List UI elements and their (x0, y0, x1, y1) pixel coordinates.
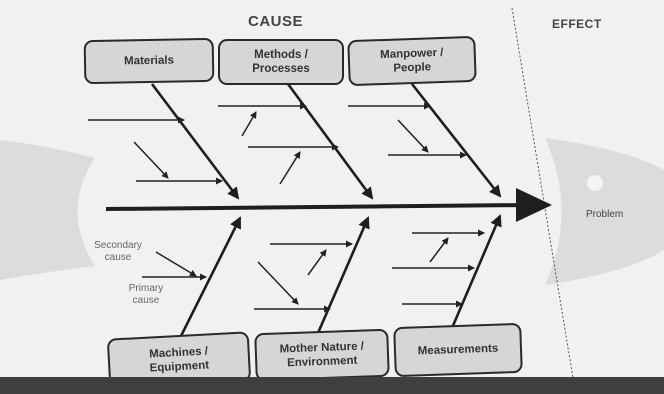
sub-cause-arrow (133, 141, 169, 179)
bone-manpower (410, 83, 502, 198)
cause-header: CAUSE (248, 13, 304, 30)
secondary-cause-note: Secondary cause (94, 240, 142, 263)
sub-cause-arrow (155, 251, 197, 277)
category-label: Mother Nature / Environment (279, 340, 365, 370)
category-label: Materials (123, 54, 175, 68)
category-manpower: Manpower / People (347, 35, 477, 87)
problem-label: Problem (586, 209, 624, 220)
sub-cause-arrow (307, 249, 327, 276)
primary-cause-note: Primary cause (128, 283, 164, 306)
category-measurements: Measurements (393, 322, 523, 378)
category-label: Methods / Processes (252, 49, 310, 75)
spine-line (105, 203, 531, 211)
category-mother-nature: Mother Nature / Environment (254, 328, 390, 382)
category-label: Manpower / People (379, 46, 444, 75)
fish-head-shape (545, 138, 664, 285)
cause-effect-divider (511, 7, 574, 379)
effect-header: EFFECT (552, 17, 602, 31)
sub-cause-arrow (257, 261, 299, 305)
category-methods: Methods / Processes (218, 39, 344, 85)
bone-methods (286, 83, 374, 200)
sub-cause-arrow (397, 119, 429, 153)
category-label: Measurements (417, 342, 499, 358)
fish-eye-icon (587, 175, 603, 191)
sub-cause-arrow (279, 151, 301, 185)
bone-materials (150, 83, 240, 200)
fish-tail-shape (0, 140, 95, 280)
bone-measurements (450, 214, 502, 329)
bottom-bar (0, 377, 664, 394)
spine-arrowhead (516, 188, 552, 222)
sub-cause-arrow (241, 111, 257, 137)
category-label: Machines / Equipment (148, 345, 210, 375)
bone-machines (178, 216, 242, 339)
category-materials: Materials (83, 37, 215, 85)
sub-cause-arrow (429, 237, 449, 263)
bone-mother-nature (316, 216, 370, 334)
